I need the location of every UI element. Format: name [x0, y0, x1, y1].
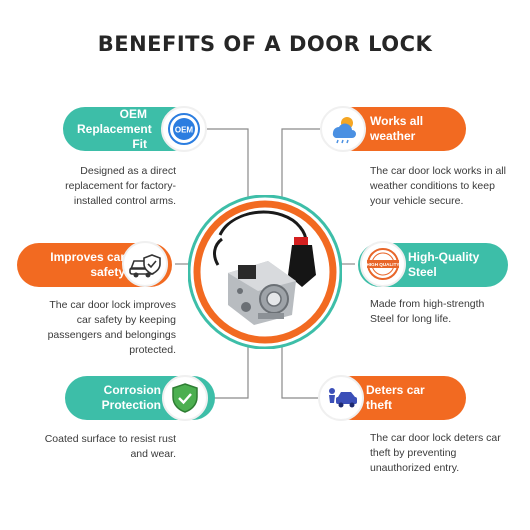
quality-stamp-text: HIGH QUALITY [367, 262, 400, 267]
connector-oem [193, 128, 249, 198]
shield-check-icon [162, 375, 208, 421]
benefit-oem-label: OEM Replacement Fit [77, 106, 152, 151]
quality-stamp-icon: HIGH QUALITY [360, 241, 406, 287]
benefit-weather-label: Works all weather [370, 114, 424, 143]
benefit-theft-description: The car door lock deters car theft by pr… [370, 432, 501, 474]
door-lock-image [188, 195, 342, 349]
connector-theft [281, 346, 328, 399]
connector-corrosion [212, 346, 249, 399]
benefit-oem-description: Designed as a direct replacement for fac… [65, 165, 176, 207]
benefit-corrosion-label: Corrosion Protection [101, 383, 161, 412]
oem-badge-icon: OEM [161, 106, 207, 152]
benefit-steel-description: Made from high-strength Steel for long l… [370, 298, 485, 325]
connector-weather [281, 128, 330, 198]
weather-icon [320, 106, 366, 152]
benefit-theft-label: Deters car theft [366, 383, 425, 412]
benefit-steel-label: High-Quality Steel [408, 250, 480, 279]
oem-badge-text: OEM [175, 126, 194, 135]
thief-car-icon [318, 375, 364, 421]
benefit-safety-description: The car door lock improves car safety by… [47, 299, 176, 356]
page-title: BENEFITS OF A DOOR LOCK [97, 32, 433, 56]
benefit-safety-label: Improves car safety [50, 250, 125, 279]
benefit-weather-description: The car door lock works in all weather c… [370, 165, 506, 207]
benefit-corrosion-description: Coated surface to resist rust and wear. [44, 433, 176, 460]
car-shield-icon [122, 241, 168, 287]
